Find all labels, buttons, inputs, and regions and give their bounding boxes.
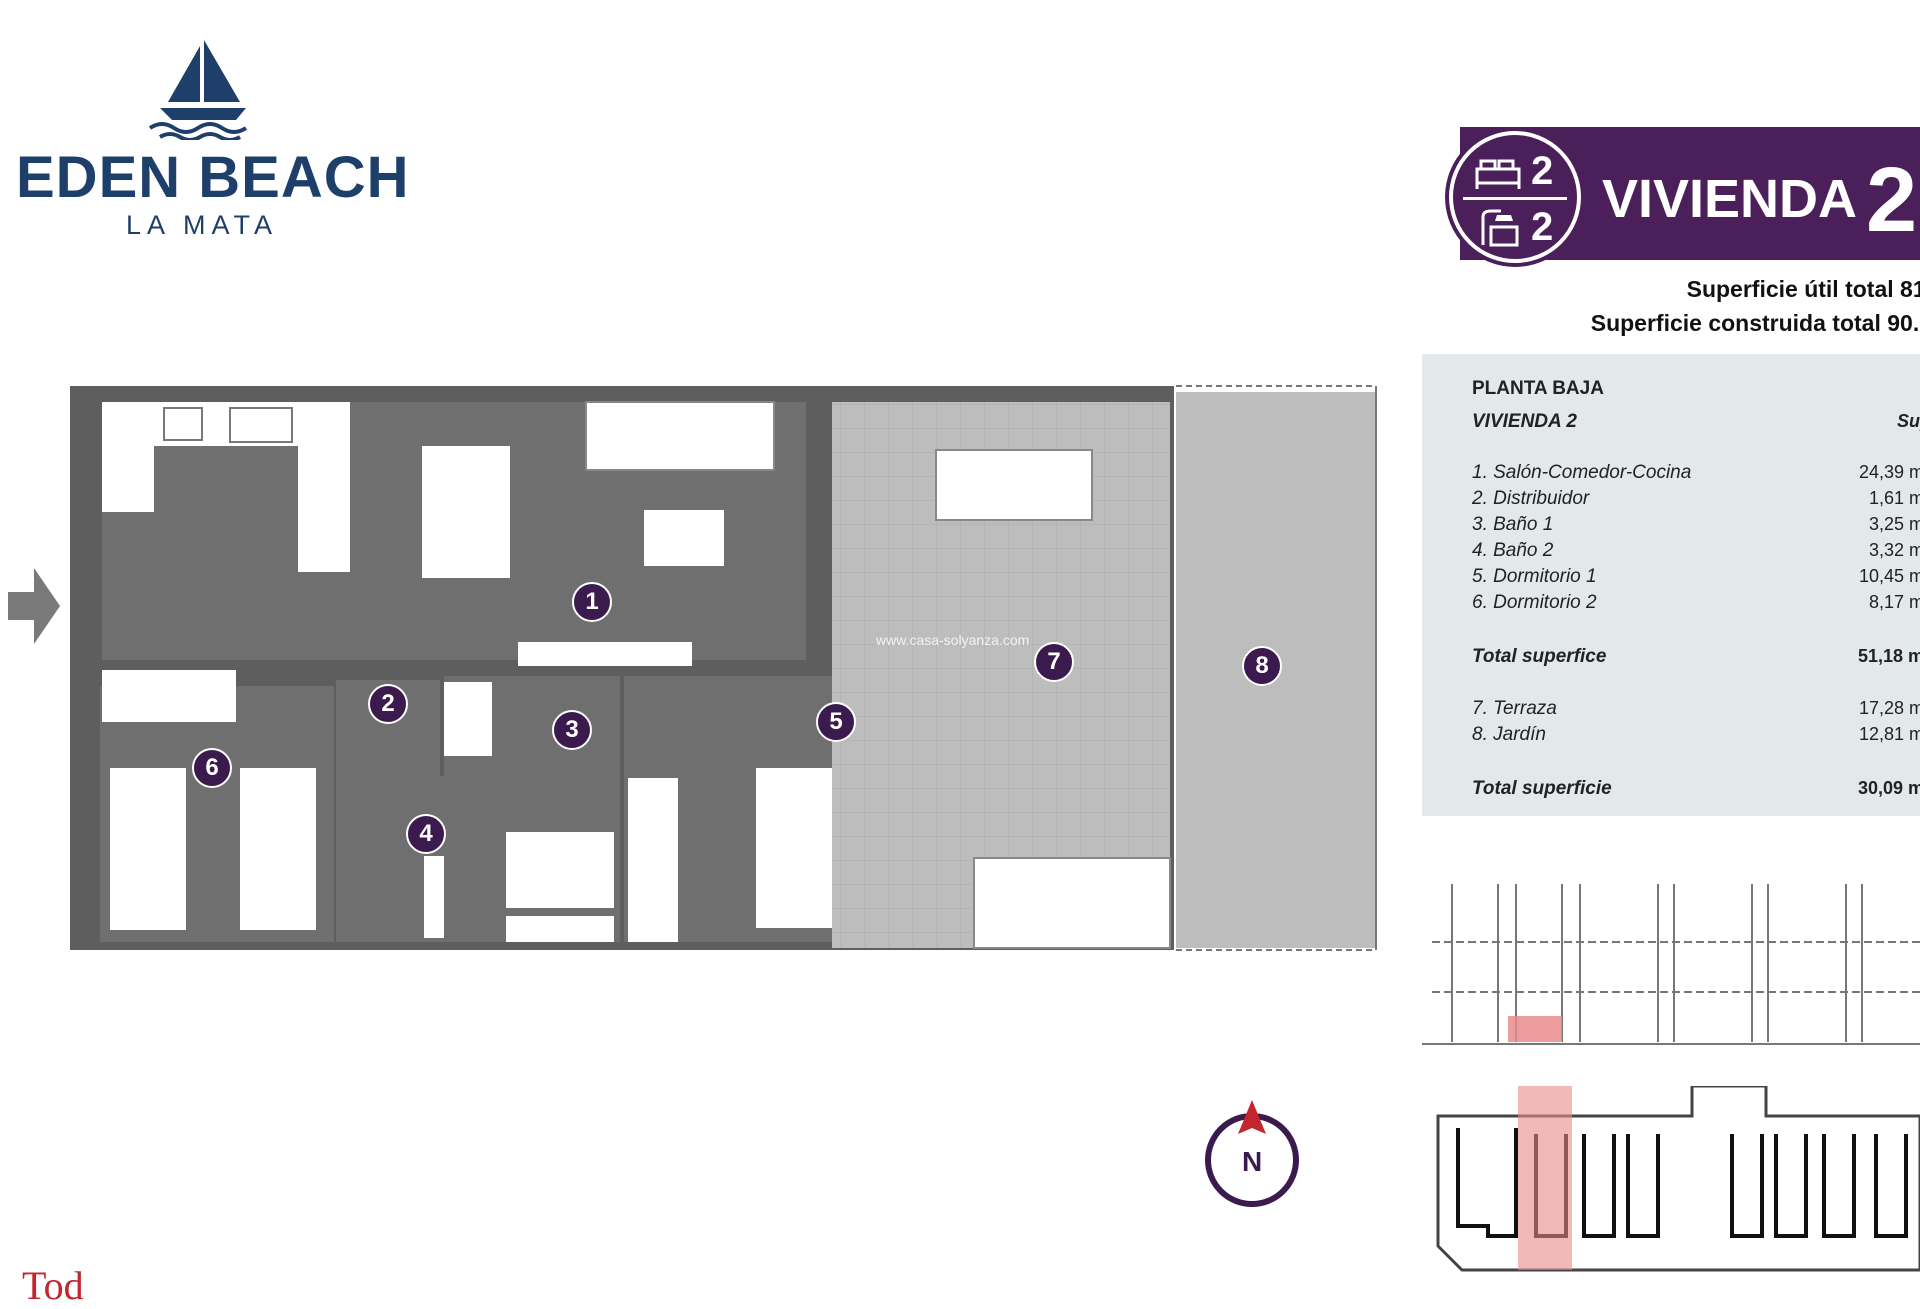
room-label: 1. Salón-Comedor-Cocina [1472, 462, 1692, 483]
outdoor-label: 7. Terraza [1472, 698, 1557, 719]
bedroom-count: 2 [1531, 149, 1554, 193]
room-marker-6: 6 [192, 748, 232, 788]
room-marker-4: 4 [406, 814, 446, 854]
room-value: 8,17 m² [1868, 592, 1920, 612]
shower-icon [1481, 209, 1519, 247]
unit-number: 2 [1866, 149, 1918, 251]
useful-surface-total: Superficie útil total 81, [1686, 276, 1920, 302]
outdoor-value: 12,81 m² [1858, 724, 1920, 744]
column-header: Sup. útil [1897, 411, 1920, 431]
total-value: 30,09 m² [1857, 778, 1920, 798]
room-value: 1,61 m² [1868, 488, 1920, 508]
room-label: 5. Dormitorio 1 [1472, 566, 1597, 587]
room-marker-8: 8 [1242, 646, 1282, 686]
room-label: 4. Baño 2 [1472, 540, 1554, 561]
bathroom-count: 2 [1531, 205, 1554, 249]
total-value: 51,18 m² [1857, 646, 1920, 666]
room-label: 2. Distribuidor [1472, 488, 1590, 509]
bed-icon [1475, 159, 1521, 189]
room-label: 3. Baño 1 [1472, 514, 1554, 535]
total-label: Total superfice [1472, 646, 1607, 667]
brand-location: LA MATA [126, 210, 279, 240]
building-elevation-diagram [1422, 884, 1920, 1045]
room-marker-3: 3 [552, 710, 592, 750]
room-value: 24,39 m² [1858, 462, 1920, 482]
room-marker-5: 5 [816, 702, 856, 742]
built-surface-total: Superficie construida total 90.8 [1590, 310, 1920, 336]
room-marker-7: 7 [1034, 642, 1074, 682]
room-value: 10,45 m² [1858, 566, 1920, 586]
unit-label: VIVIENDA 2 [1472, 411, 1577, 432]
compass-label: N [1242, 1146, 1263, 1177]
badge-divider [1463, 197, 1567, 200]
floor-label: PLANTA BAJA [1472, 378, 1604, 399]
room-marker-2: 2 [368, 684, 408, 724]
total-label: Total superficie [1472, 778, 1612, 799]
outdoor-label: 8. Jardín [1472, 724, 1546, 745]
watermark: www.casa-solyanza.com [876, 632, 1030, 648]
unit-rooms-badge: 2 2 [1449, 131, 1581, 263]
surface-table: PLANTA BAJA VIVIENDA 2 Sup. útil 1. Saló… [1422, 354, 1920, 816]
entrance-arrow-icon [8, 568, 60, 644]
room-value: 3,32 m² [1868, 540, 1920, 560]
sailboat-logo-icon [148, 40, 248, 140]
bottom-cutoff-text: Tod [22, 1263, 84, 1308]
compass-north-icon [1205, 1100, 1299, 1207]
room-marker-1: 1 [572, 582, 612, 622]
room-label: 6. Dormitorio 2 [1472, 592, 1597, 613]
outdoor-value: 17,28 m² [1858, 698, 1920, 718]
floor-plan [8, 385, 1377, 951]
unit-title: VIVIENDA [1602, 169, 1858, 229]
site-plan-diagram [1436, 1086, 1920, 1272]
brand-name: EDEN BEACH [16, 145, 410, 210]
room-value: 3,25 m² [1868, 514, 1920, 534]
